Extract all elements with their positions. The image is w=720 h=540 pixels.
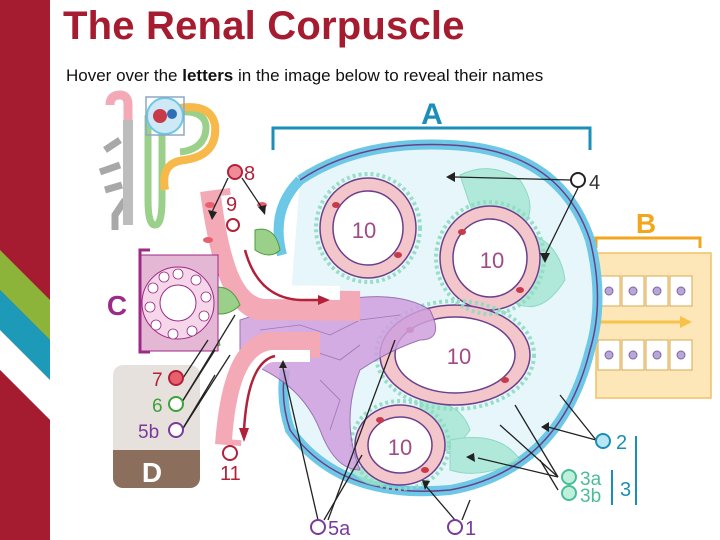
proximal-tubule-B [595, 252, 712, 399]
label-3b[interactable]: 3b [580, 486, 601, 507]
label-C[interactable]: C [107, 290, 127, 321]
label-11[interactable]: 11 [220, 463, 241, 485]
label-B[interactable]: B [636, 208, 656, 239]
instruction-before: Hover over the [66, 66, 183, 85]
label-3a[interactable]: 3a [580, 469, 602, 490]
label-10-a: 10 [352, 218, 376, 243]
label-8[interactable]: 8 [244, 163, 255, 185]
nephron-thumbnail [98, 90, 220, 230]
label-10-c: 10 [447, 344, 471, 369]
label-3[interactable]: 3 [620, 479, 631, 501]
label-1[interactable]: 1 [465, 518, 476, 540]
label-2[interactable]: 2 [616, 432, 627, 454]
instruction-text: Hover over the letters in the image belo… [66, 66, 543, 86]
label-4[interactable]: 4 [589, 172, 600, 194]
page-title: The Renal Corpuscle [63, 4, 465, 48]
label-A[interactable]: A [421, 98, 443, 131]
label-10-d: 10 [388, 435, 412, 460]
label-5b[interactable]: 5b [138, 422, 159, 443]
instruction-bold: letters [182, 66, 234, 85]
label-D[interactable]: D [142, 457, 162, 488]
side-decoration [0, 0, 50, 540]
label-10-b: 10 [480, 248, 504, 273]
label-7[interactable]: 7 [152, 370, 163, 391]
label-6[interactable]: 6 [152, 396, 163, 417]
instruction-after: in the image below to reveal their names [233, 66, 544, 85]
label-9[interactable]: 9 [226, 194, 237, 216]
label-5a[interactable]: 5a [328, 518, 351, 540]
